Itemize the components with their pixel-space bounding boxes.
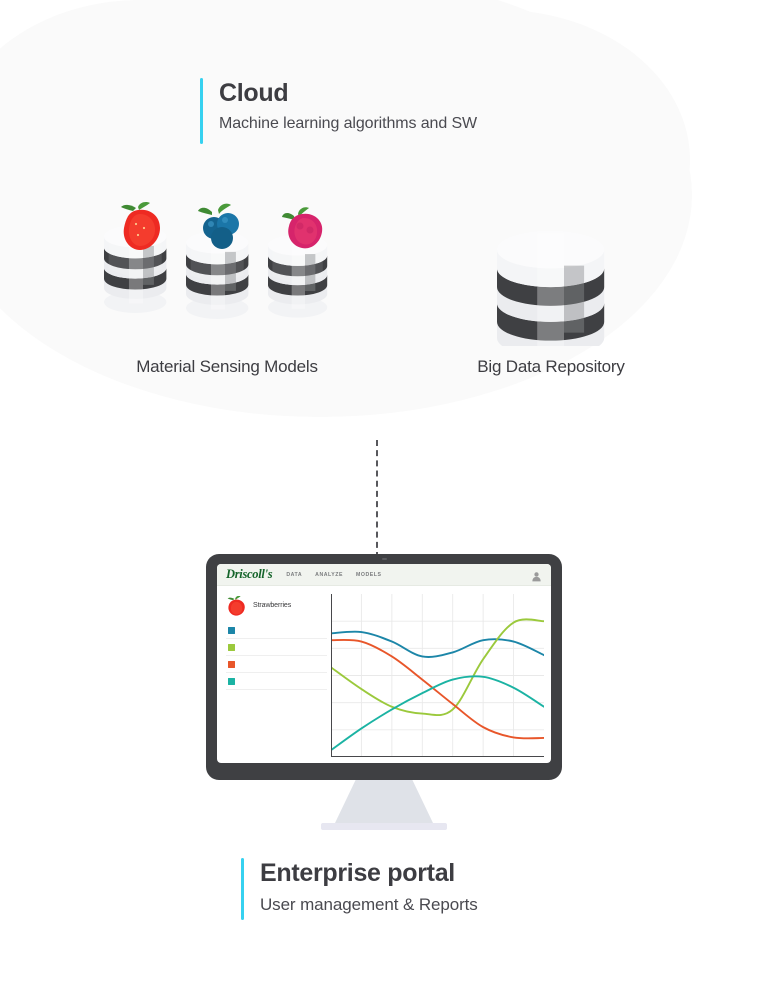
raspberry-icon [282, 207, 323, 249]
enterprise-portal-monitor: Driscoll's DATA ANALYZE MODELS [206, 554, 562, 830]
cloud-accent-bar [200, 78, 203, 144]
selected-fruit-row[interactable]: Strawberries [226, 594, 327, 617]
nav-item-data[interactable]: DATA [286, 571, 303, 578]
cloud-section-heading: Cloud Machine learning algorithms and SW [200, 78, 477, 144]
material-models-caption: Material Sensing Models [136, 357, 318, 376]
cloud-subtitle: Machine learning algorithms and SW [219, 115, 478, 133]
legend-swatch [228, 677, 235, 685]
nav-item-models[interactable]: MODELS [356, 571, 382, 578]
strawberry-icon [121, 202, 160, 250]
legend-swatch [228, 660, 235, 668]
monitor-bezel: Driscoll's DATA ANALYZE MODELS [206, 554, 562, 780]
legend-row[interactable] [226, 673, 327, 690]
driscolls-logo: Driscoll's [226, 567, 273, 581]
portal-section-heading: Enterprise portal User management & Repo… [241, 858, 478, 920]
monitor-stand-neck [335, 780, 433, 823]
side-panel: Strawberries [224, 594, 327, 757]
portal-title: Enterprise portal [260, 859, 455, 887]
legend-row[interactable] [226, 656, 327, 673]
blueberry-icon [198, 203, 239, 249]
legend-swatch [228, 643, 235, 651]
berry-database-stack-icon [104, 202, 328, 319]
big-data-repository-asset: Big Data Repository [440, 196, 662, 381]
strawberry-icon [227, 595, 245, 616]
legend-swatch [228, 626, 235, 634]
app-body: Strawberries [217, 586, 551, 763]
portal-accent-bar [241, 858, 244, 920]
multi-series-line-chart [331, 594, 544, 757]
monitor-stand-base [321, 823, 447, 830]
database-stack-icon [497, 230, 605, 381]
chart-series-line [331, 619, 544, 715]
legend-list [226, 622, 327, 690]
big-data-caption: Big Data Repository [477, 357, 625, 376]
material-sensing-models-asset: Material Sensing Models [96, 196, 358, 377]
portal-subtitle: User management & Reports [260, 895, 478, 915]
legend-row[interactable] [226, 622, 327, 639]
chart-series-line [331, 676, 544, 750]
chart-series-line [331, 632, 544, 657]
chart-container [327, 594, 544, 757]
legend-row[interactable] [226, 639, 327, 656]
user-avatar-icon[interactable] [531, 569, 542, 582]
chart-plot-area[interactable] [331, 594, 544, 757]
nav-item-analyze[interactable]: ANALYZE [315, 571, 344, 578]
cloud-title: Cloud [219, 79, 289, 107]
app-navbar: Driscoll's DATA ANALYZE MODELS [217, 564, 551, 586]
chart-series-line [331, 640, 544, 738]
fruit-label: Strawberries [253, 602, 292, 609]
monitor-screen: Driscoll's DATA ANALYZE MODELS [217, 564, 551, 763]
dashed-connector-line [376, 440, 378, 558]
